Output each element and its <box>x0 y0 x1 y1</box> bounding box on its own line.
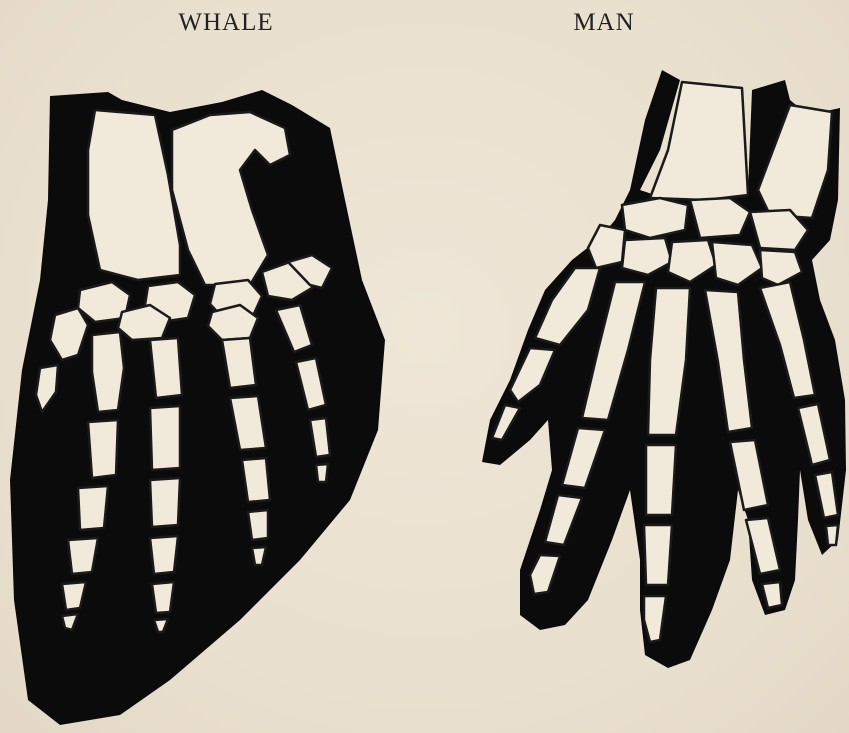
whale-digit <box>68 538 98 574</box>
whale-digit <box>150 536 178 574</box>
whale-flipper <box>10 90 385 725</box>
whale-digit <box>92 332 124 412</box>
whale-digit <box>316 464 328 482</box>
whale-digit <box>88 420 118 478</box>
whale-digit <box>78 486 108 530</box>
human-finger <box>826 525 838 545</box>
whale-digit <box>150 406 180 470</box>
whale-digit <box>248 510 268 540</box>
human-finger <box>646 445 676 515</box>
human-carpal <box>588 225 625 268</box>
whale-digit <box>150 478 180 527</box>
human-finger <box>644 525 672 585</box>
whale-digit <box>152 582 174 613</box>
human-hand <box>482 70 846 668</box>
human-carpal <box>622 198 688 238</box>
whale-digit <box>242 458 270 502</box>
whale-digit <box>150 338 182 398</box>
